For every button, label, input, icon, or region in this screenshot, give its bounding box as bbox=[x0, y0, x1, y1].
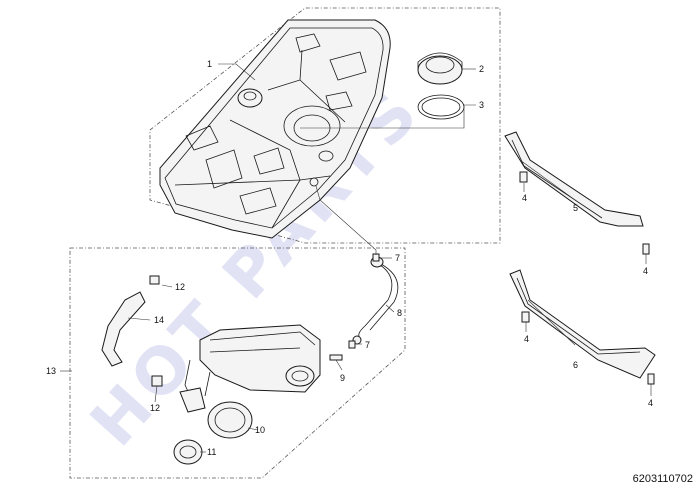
callout-12a: 12 bbox=[175, 282, 185, 292]
callout-4b: 4 bbox=[643, 266, 648, 276]
hose-clamp-upper bbox=[149, 275, 160, 285]
tank-strap-upper bbox=[504, 131, 650, 255]
fuel-tank bbox=[159, 19, 391, 239]
callout-7a: 7 bbox=[395, 253, 400, 263]
callout-4c: 4 bbox=[524, 334, 529, 344]
callout-5: 5 bbox=[573, 203, 578, 213]
callout-1: 1 bbox=[207, 59, 212, 69]
filler-hose bbox=[101, 291, 206, 413]
callout-8: 8 bbox=[397, 308, 402, 318]
tank-group-frame bbox=[149, 7, 501, 244]
filler-group-frame bbox=[69, 247, 406, 479]
breather-hose bbox=[352, 256, 399, 345]
callout-6: 6 bbox=[573, 360, 578, 370]
callout-4a: 4 bbox=[522, 193, 527, 203]
callout-9: 9 bbox=[340, 373, 345, 383]
hose-clip-upper bbox=[372, 253, 380, 262]
diagram-code: 6203110702 bbox=[633, 473, 693, 485]
filler-seal bbox=[207, 401, 253, 439]
filler-neck-assembly bbox=[184, 324, 321, 401]
retaining-ring bbox=[417, 94, 465, 120]
hose-clamp-lower bbox=[151, 375, 163, 387]
callout-7b: 7 bbox=[365, 340, 370, 350]
tank-strap-lower bbox=[509, 269, 656, 385]
callout-13: 13 bbox=[46, 366, 56, 376]
filler-cap bbox=[173, 439, 203, 465]
breather-fitting bbox=[329, 354, 343, 361]
callout-11: 11 bbox=[207, 447, 216, 457]
hose-clip-lower bbox=[348, 340, 356, 349]
callout-14: 14 bbox=[154, 315, 164, 325]
callout-3: 3 bbox=[479, 100, 484, 110]
callout-4d: 4 bbox=[648, 398, 653, 408]
callout-2: 2 bbox=[479, 64, 484, 74]
callout-12b: 12 bbox=[150, 403, 160, 413]
callout-10: 10 bbox=[255, 425, 265, 435]
pump-seal-grommet bbox=[417, 52, 463, 85]
